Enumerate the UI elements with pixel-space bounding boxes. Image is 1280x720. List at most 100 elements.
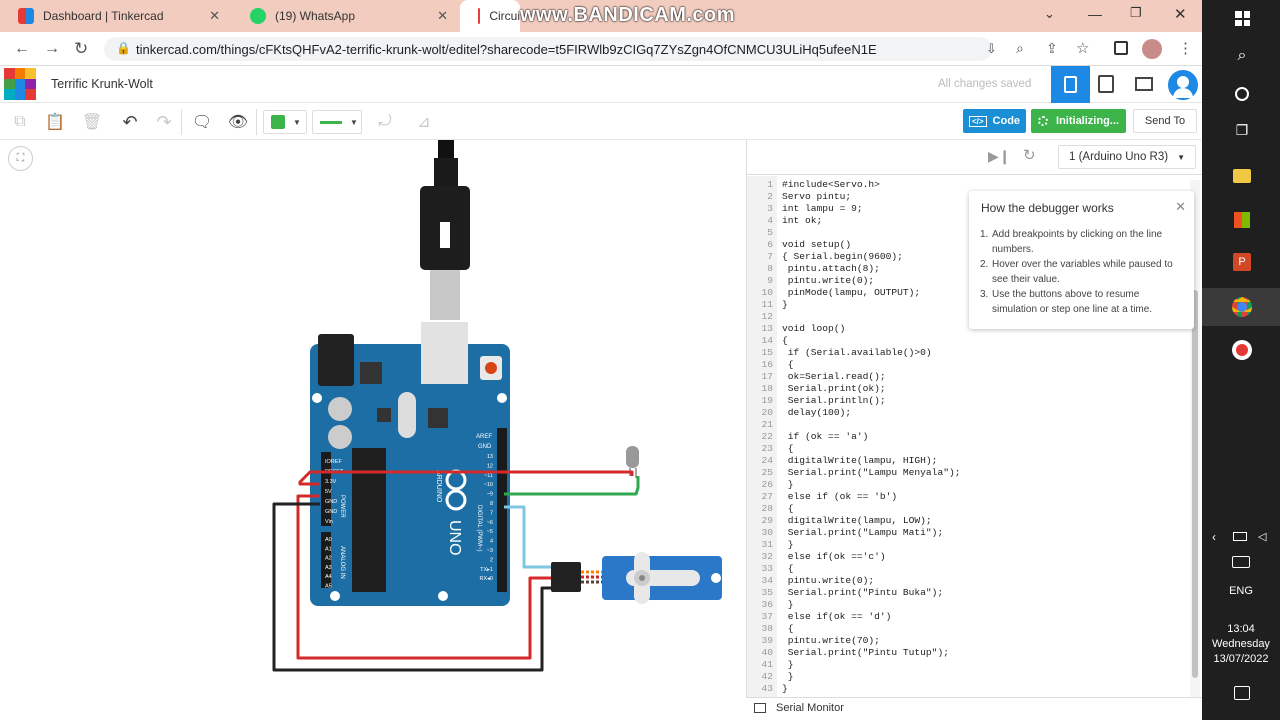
code-line[interactable]: digitalWrite(lampu, LOW); xyxy=(782,515,932,526)
line-number[interactable]: 1 xyxy=(767,179,773,190)
line-number[interactable]: 4 xyxy=(767,215,773,226)
chrome-icon[interactable] xyxy=(1230,295,1254,319)
browser-menu-icon[interactable]: ⋮ xyxy=(1178,40,1193,57)
share-icon[interactable]: ⇪ xyxy=(1046,40,1058,56)
code-line[interactable] xyxy=(782,311,960,323)
line-number[interactable]: 29 xyxy=(761,515,773,526)
powerpoint-icon[interactable]: P xyxy=(1230,250,1254,274)
line-number[interactable]: 18 xyxy=(761,383,773,394)
serial-monitor-bar[interactable] xyxy=(746,697,1202,720)
code-line[interactable]: } xyxy=(782,671,794,682)
search-icon[interactable]: ⌕ xyxy=(1237,47,1247,64)
line-number[interactable]: 22 xyxy=(761,431,773,442)
bandicam-record-icon[interactable] xyxy=(1230,338,1254,362)
profile-avatar[interactable] xyxy=(1142,39,1162,59)
zoom-icon[interactable]: ⌕ xyxy=(1016,40,1024,56)
step-icon[interactable]: ▶❙ xyxy=(988,148,1011,164)
notes-icon[interactable]: 🗨 xyxy=(191,114,213,131)
line-number[interactable]: 27 xyxy=(761,491,773,502)
battery-icon[interactable] xyxy=(1233,532,1247,541)
copy-icon[interactable]: ⧉ xyxy=(14,113,26,130)
arduino-uno-board[interactable]: UNO ARDUINO DIGITAL (PWM~) POWER ANALOG … xyxy=(310,322,510,606)
code-line[interactable]: Serial.print("Pintu Tutup"); xyxy=(782,647,949,658)
code-line[interactable]: pintu.write(0); xyxy=(782,275,875,286)
reload-icon[interactable]: ↻ xyxy=(74,39,89,58)
color-picker[interactable]: ▼ xyxy=(263,110,307,134)
line-number[interactable]: 11 xyxy=(761,299,773,310)
code-scrollbar[interactable] xyxy=(1190,180,1200,698)
close-tab-icon[interactable]: ✕ xyxy=(209,8,220,23)
line-number[interactable]: 13 xyxy=(761,323,773,334)
code-line[interactable]: pintu.write(70); xyxy=(782,635,880,646)
line-number[interactable]: 28 xyxy=(761,503,773,514)
task-view-icon[interactable]: ❐ xyxy=(1235,121,1249,138)
url-bar[interactable] xyxy=(104,37,992,61)
serial-monitor-label[interactable]: Serial Monitor xyxy=(776,702,844,714)
flip-icon[interactable]: ⊿ xyxy=(417,114,431,131)
debugger-icon[interactable]: ↻ xyxy=(1023,147,1036,164)
code-line[interactable] xyxy=(782,227,960,239)
code-line[interactable]: } xyxy=(782,539,794,550)
code-line[interactable] xyxy=(782,419,960,431)
tinkercad-logo[interactable] xyxy=(4,68,36,100)
forward-icon[interactable]: → xyxy=(44,40,60,57)
design-title[interactable]: Terrific Krunk-Wolt xyxy=(51,77,153,91)
code-line[interactable]: { xyxy=(782,623,794,634)
line-number[interactable]: 5 xyxy=(767,227,773,238)
code-line[interactable]: int lampu = 9; xyxy=(782,203,863,214)
line-number[interactable]: 10 xyxy=(761,287,773,298)
code-line[interactable]: } xyxy=(782,299,788,310)
line-number[interactable]: 35 xyxy=(761,587,773,598)
back-icon[interactable]: ← xyxy=(14,40,30,57)
line-number[interactable]: 30 xyxy=(761,527,773,538)
code-line[interactable]: Serial.print("Pintu Buka"); xyxy=(782,587,944,598)
code-line[interactable]: else if(ok =='c') xyxy=(782,551,886,562)
code-line[interactable]: #include<Servo.h> xyxy=(782,179,880,190)
code-editor[interactable]: #include<Servo.h>Servo pintu;int lampu =… xyxy=(782,179,960,695)
code-line[interactable]: int ok; xyxy=(782,215,823,226)
tab-whatsapp[interactable]: (19) WhatsApp ✕ xyxy=(232,0,460,32)
tab-circuit[interactable]: Circui xyxy=(460,0,520,32)
line-number[interactable]: 21 xyxy=(761,419,773,430)
start-simulation-button[interactable]: Initializing... xyxy=(1031,109,1126,133)
undo-icon[interactable]: ↶ xyxy=(122,111,138,132)
line-number[interactable]: 9 xyxy=(767,275,773,286)
code-line[interactable]: void setup() xyxy=(782,239,852,250)
scrollbar-thumb[interactable] xyxy=(1192,290,1198,678)
speaker-icon[interactable]: ◁ xyxy=(1258,531,1267,543)
line-number[interactable]: 39 xyxy=(761,635,773,646)
close-window-icon[interactable]: ✕ xyxy=(1174,6,1187,23)
clock[interactable]: 13:04 Wednesday 13/07/2022 xyxy=(1202,622,1280,667)
code-line[interactable]: Serial.print("Lampu Menyala"); xyxy=(782,467,961,478)
keyboard-icon[interactable] xyxy=(1232,556,1250,568)
code-line[interactable]: { xyxy=(782,503,794,514)
code-line[interactable]: pintu.write(0); xyxy=(782,575,875,586)
line-number[interactable]: 36 xyxy=(761,599,773,610)
line-number[interactable]: 31 xyxy=(761,539,773,550)
tab-search-icon[interactable]: ⌄ xyxy=(1044,6,1055,21)
line-number[interactable]: 24 xyxy=(761,455,773,466)
line-number[interactable]: 41 xyxy=(761,659,773,670)
servo-component[interactable] xyxy=(551,552,722,604)
code-line[interactable]: { xyxy=(782,563,794,574)
code-line[interactable]: Serial.print(ok); xyxy=(782,383,886,394)
code-line[interactable]: Serial.println(); xyxy=(782,395,886,406)
view-notes-icon[interactable]: 👁 xyxy=(227,114,249,131)
code-line[interactable]: digitalWrite(lampu, HIGH); xyxy=(782,455,938,466)
line-number[interactable]: 2 xyxy=(767,191,773,202)
close-tooltip-icon[interactable]: ✕ xyxy=(1175,199,1186,214)
code-line[interactable]: } xyxy=(782,659,794,670)
code-line[interactable]: Serial.print("Lampu Mati"); xyxy=(782,527,944,538)
user-avatar[interactable] xyxy=(1166,68,1200,102)
code-line[interactable]: else if(ok == 'd') xyxy=(782,611,892,622)
line-number[interactable]: 7 xyxy=(767,251,773,262)
line-number[interactable]: 20 xyxy=(761,407,773,418)
line-number[interactable]: 15 xyxy=(761,347,773,358)
circuit-view-button[interactable] xyxy=(1051,66,1090,103)
notifications-icon[interactable] xyxy=(1234,686,1250,700)
line-number[interactable]: 40 xyxy=(761,647,773,658)
line-number[interactable]: 38 xyxy=(761,623,773,634)
language-indicator[interactable]: ENG xyxy=(1229,585,1253,597)
line-number[interactable]: 23 xyxy=(761,443,773,454)
